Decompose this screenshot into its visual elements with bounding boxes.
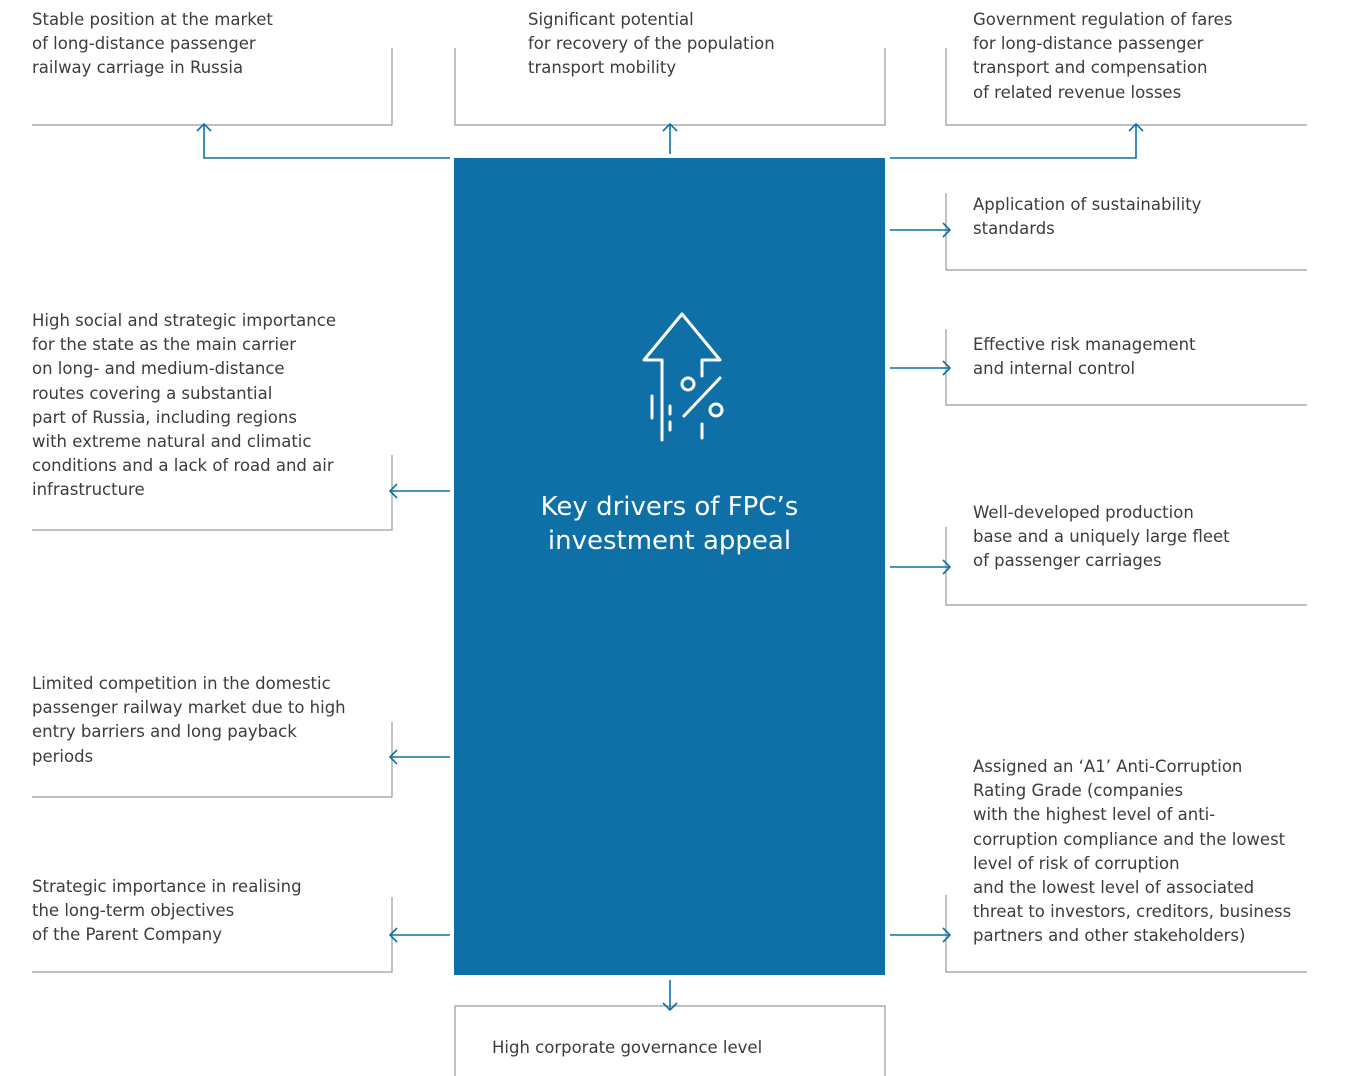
arrow-up-percent-icon <box>632 306 732 446</box>
driver-production-base: Well-developed production base and a uni… <box>973 503 1230 571</box>
driver-mobility-recovery: Significant potential for recovery of th… <box>528 10 775 78</box>
driver-social-importance: High social and strategic importance for… <box>32 311 336 500</box>
driver-risk-management: Effective risk management and internal c… <box>973 335 1196 379</box>
driver-anti-corruption: Assigned an ‘A1’ Anti-Corruption Rating … <box>973 757 1292 946</box>
center-title: Key drivers of FPC’s investment appeal <box>540 492 799 556</box>
driver-parent-objectives: Strategic importance in realising the lo… <box>32 877 302 945</box>
driver-market-position: Stable position at the market of long-di… <box>32 10 273 78</box>
driver-corporate-governance: High corporate governance level <box>492 1038 763 1057</box>
center-box <box>454 158 885 975</box>
driver-limited-competition: Limited competition in the domestic pass… <box>32 674 346 766</box>
driver-sustainability: Application of sustainability standards <box>973 195 1202 239</box>
driver-fare-regulation: Government regulation of fares for long-… <box>973 10 1233 102</box>
